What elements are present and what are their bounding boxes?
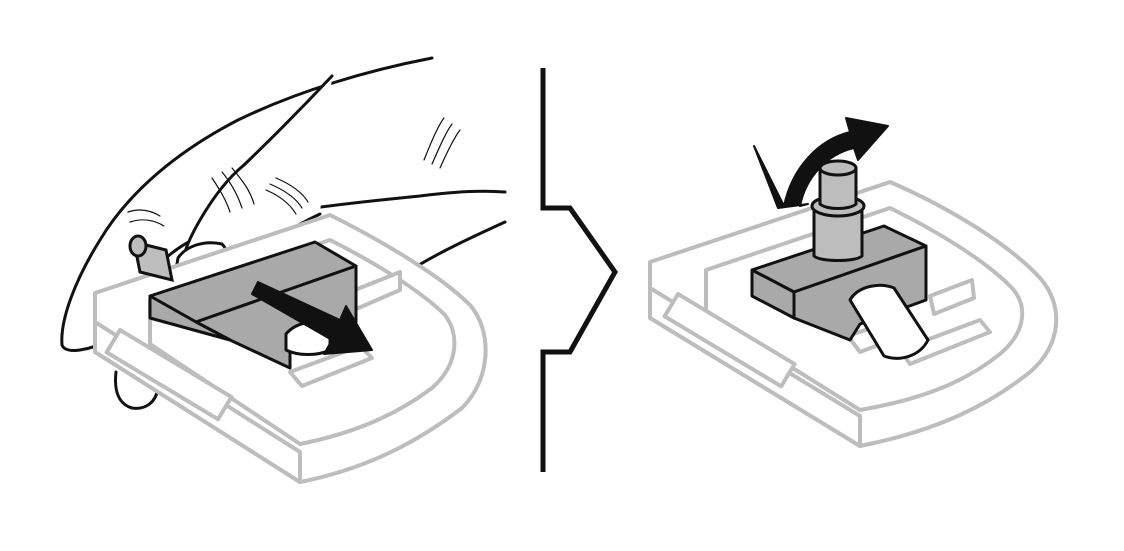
block-side <box>750 268 796 320</box>
tray-rail-lower <box>288 344 374 388</box>
push-arrow <box>251 281 373 355</box>
panel-step-1 <box>60 56 507 484</box>
block-slot <box>848 283 930 360</box>
knob-cap <box>128 234 148 258</box>
knob-left <box>128 234 174 283</box>
tray-front-label <box>662 292 797 389</box>
tray-rail-upper <box>928 278 976 316</box>
knob-post <box>810 159 866 262</box>
rotate-arrow <box>753 117 889 209</box>
rotate-arrow-icon <box>753 117 889 209</box>
hand-creases <box>127 117 461 227</box>
hand-wrist-lower <box>412 220 507 270</box>
post-body <box>812 208 864 262</box>
tray-front-label <box>104 328 234 422</box>
finger-lower <box>114 370 160 410</box>
push-arrow-icon <box>251 281 373 355</box>
divider-chevron <box>540 68 618 472</box>
step-divider <box>540 68 618 472</box>
panel-step-2 <box>648 117 1059 448</box>
tray-rail-back <box>898 318 992 366</box>
block-side <box>148 294 232 342</box>
post-cap <box>818 166 858 210</box>
